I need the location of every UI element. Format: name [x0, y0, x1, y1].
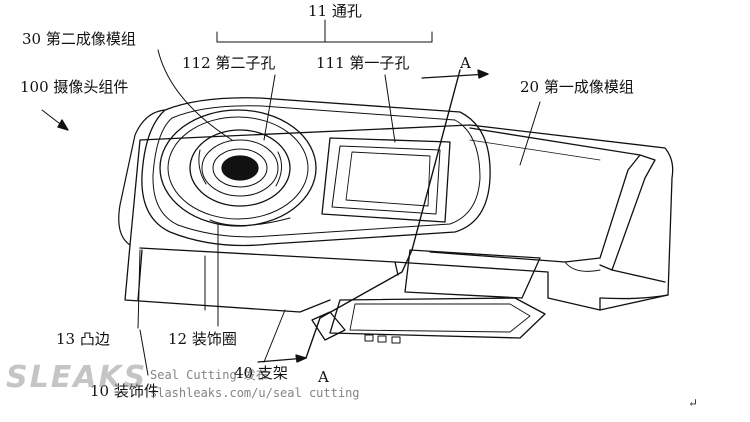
assembly-arrowhead	[57, 119, 69, 131]
label-second-sub-hole: 112 第二子孔	[182, 54, 276, 72]
watermark-logo: SLEAKS	[6, 360, 148, 395]
section-line-a	[257, 69, 489, 363]
label-bracket: 40 支架	[234, 364, 288, 382]
trim-ring	[159, 109, 317, 227]
flex-cable	[311, 249, 546, 344]
label-first-sub-hole: 111 第一子孔	[316, 54, 410, 72]
label-section-a-top: A	[460, 54, 471, 72]
first-imaging-module	[429, 127, 666, 283]
return-mark: ↵	[688, 396, 699, 410]
label-second-imaging-module: 30 第二成像模组	[22, 30, 136, 48]
leader-lines	[41, 19, 541, 376]
second-imaging-module	[189, 129, 291, 207]
decoration-piece	[118, 97, 491, 247]
label-trim-ring: 12 装饰圈	[168, 330, 237, 348]
label-camera-assembly: 100 摄像头组件	[20, 78, 129, 96]
label-first-imaging-module: 20 第一成像模组	[520, 78, 634, 96]
label-protruding-edge: 13 凸边	[56, 330, 110, 348]
watermark-text-line2: slashleaks.com/u/seal cutting	[150, 386, 360, 400]
bracket-body	[124, 124, 674, 313]
label-through-hole: 11 通孔	[308, 2, 362, 20]
label-decoration-piece: 10 装饰件	[90, 382, 159, 400]
label-section-a-bottom: A	[318, 368, 329, 386]
first-sub-hole-window	[321, 137, 451, 223]
watermark-text-line1: Seal Cutting 发布	[150, 368, 268, 382]
